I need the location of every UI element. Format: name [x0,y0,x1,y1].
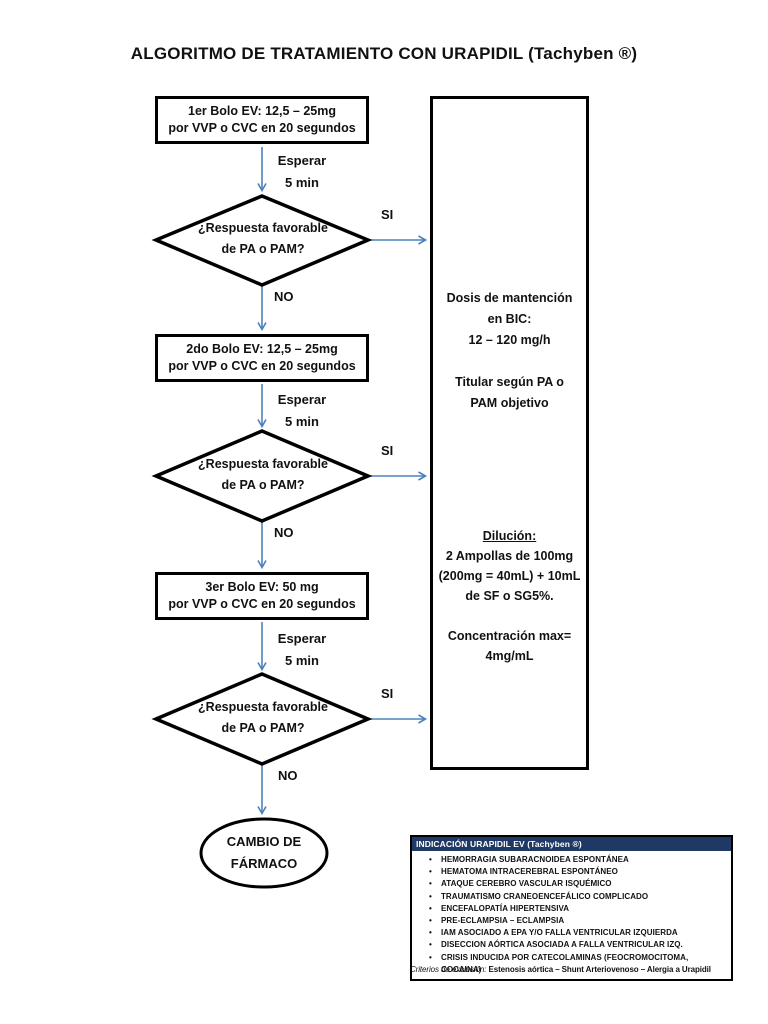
bolus-1-line2: por VVP o CVC en 20 segundos [168,121,356,135]
decision-3-text: ¿Respuesta favorable de PA o PAM? [198,700,328,735]
exclusion-note: Criterios de exclusión: Estenosis aórtic… [410,965,755,974]
indication-item: HEMORRAGIA SUBARACNOIDEA ESPONTÁNEA [429,854,727,866]
no-label-1: NO [274,289,294,304]
no-label-3: NO [278,768,298,783]
indication-item: HEMATOMA INTRACEREBRAL ESPONTÁNEO [429,866,727,878]
wait-label-2: Esperar 5 min [277,392,327,429]
end-node-text: CAMBIO DE FÁRMACO [226,834,302,871]
decision-2-text: ¿Respuesta favorable de PA o PAM? [198,457,328,492]
indication-item: ATAQUE CEREBRO VASCULAR ISQUÉMICO [429,878,727,890]
bolus-3-line1: 3er Bolo EV: 50 mg [205,580,319,594]
indication-item: PRE-ECLAMPSIA – ECLAMPSIA [429,915,727,927]
decision-2-diamond [151,429,373,523]
dilution-text: Dilución: 2 Ampollas de 100mg (200mg = 4… [433,526,586,666]
yes-label-1: SI [381,207,394,222]
yes-label-2: SI [381,443,394,458]
bolus-2-line1: 2do Bolo EV: 12,5 – 25mg [186,342,338,356]
end-ellipse [199,817,329,889]
indications-list: HEMORRAGIA SUBARACNOIDEA ESPONTÁNEA HEMA… [412,851,731,979]
bolus-1-line1: 1er Bolo EV: 12,5 – 25mg [188,104,336,118]
bolus-2-box: 2do Bolo EV: 12,5 – 25mg por VVP o CVC e… [155,334,369,382]
exclusion-label: Criterios de exclusión: [410,965,489,974]
indication-item: ENCEFALOPATÍA HIPERTENSIVA [429,903,727,915]
indications-table: INDICACIÓN URAPIDIL EV (Tachyben ®) HEMO… [410,835,733,982]
indication-item: TRAUMATISMO CRANEOENCEFÁLICO COMPLICADO [429,891,727,903]
page-title: ALGORITMO DE TRATAMIENTO CON URAPIDIL (T… [130,44,638,63]
wait-label-1: Esperar 5 min [277,153,327,190]
bolus-3-line2: por VVP o CVC en 20 segundos [168,597,356,611]
indication-item: CRISIS INDUCIDA POR CATECOLAMINAS (FEOCR… [429,952,727,976]
indications-table-header: INDICACIÓN URAPIDIL EV (Tachyben ®) [412,837,731,851]
bolus-1-box: 1er Bolo EV: 12,5 – 25mg por VVP o CVC e… [155,96,369,144]
decision-3-diamond [151,672,373,766]
bolus-2-line2: por VVP o CVC en 20 segundos [168,359,356,373]
decision-1-text: ¿Respuesta favorable de PA o PAM? [198,221,328,256]
maintenance-dose-text: Dosis de mantención en BIC: 12 – 120 mg/… [446,291,573,410]
no-label-2: NO [274,525,294,540]
decision-1-diamond [151,194,373,287]
indication-item: IAM ASOCIADO A EPA Y/O FALLA VENTRICULAR… [429,927,727,939]
wait-label-3: Esperar 5 min [277,631,327,668]
bolus-3-box: 3er Bolo EV: 50 mg por VVP o CVC en 20 s… [155,572,369,620]
dilution-heading: Dilución: [482,529,537,543]
exclusion-text: Estenosis aórtica – Shunt Arteriovenoso … [488,965,711,974]
yes-label-3: SI [381,686,394,701]
maintenance-panel: Dosis de mantención en BIC: 12 – 120 mg/… [430,96,589,770]
indication-item: DISECCION AÓRTICA ASOCIADA A FALLA VENTR… [429,939,727,951]
